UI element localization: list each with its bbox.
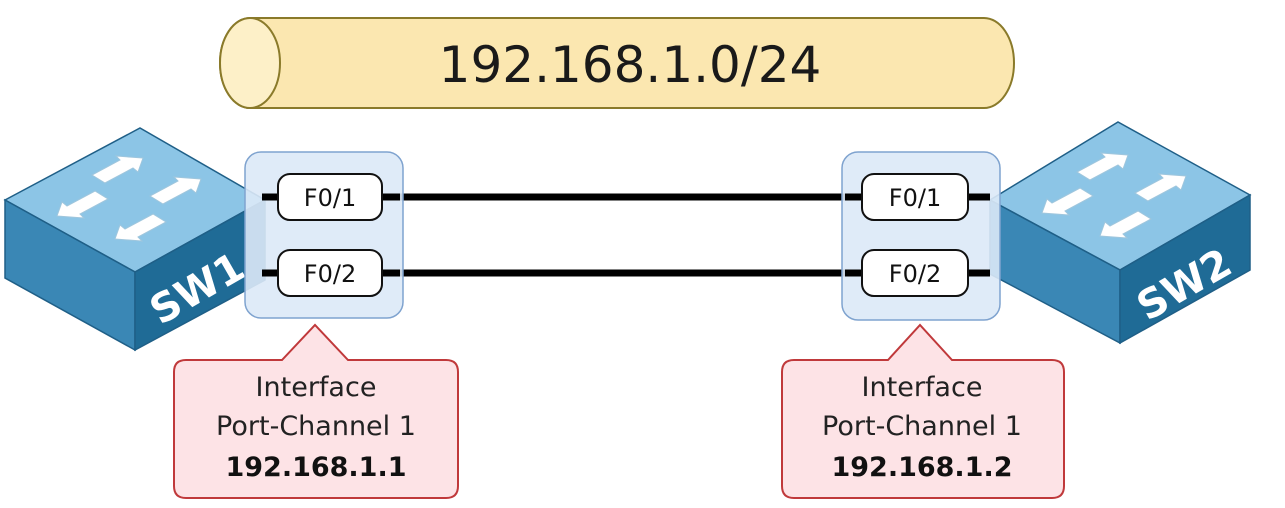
sw2-port-f0-1[interactable] [861, 173, 969, 221]
sw2-port-bundle: F0/1 F0/2 [841, 151, 1001, 321]
sw1-port-f0-1-label: F0/1 [304, 184, 356, 212]
sw1-port-f0-1[interactable] [277, 173, 383, 221]
sw2-callout-line1: Interface [862, 372, 983, 403]
switch-sw2[interactable]: SW2 [988, 121, 1252, 345]
sw2-right-face [1119, 193, 1251, 345]
sw2-arrows-icon [1041, 152, 1187, 239]
sw2-callout: Interface Port-Channel 1 192.168.1.2 [781, 323, 1065, 499]
sw2-callout-ip: 192.168.1.2 [831, 452, 1012, 483]
sw1-port-bundle: F0/1 F0/2 [244, 151, 404, 319]
sw1-callout-ip: 192.168.1.1 [225, 452, 406, 483]
sw1-callout: Interface Port-Channel 1 192.168.1.1 [173, 323, 459, 499]
switch-sw1[interactable]: SW1 [3, 127, 267, 352]
sw1-arrows-icon [56, 155, 202, 242]
sw1-callout-line1: Interface [256, 372, 377, 403]
sw1-port-f0-2-label: F0/2 [304, 260, 356, 288]
sw1-callout-line2: Port-Channel 1 [216, 411, 416, 442]
sw1-callout-bubble [173, 323, 459, 499]
sw2-port-f0-2[interactable] [861, 249, 969, 297]
sw2-callout-line2: Port-Channel 1 [822, 411, 1022, 442]
subnet-label: 192.168.1.0/24 [439, 36, 822, 94]
subnet-cylinder: 192.168.1.0/24 [219, 17, 1015, 109]
sw2-callout-bubble [781, 323, 1065, 499]
sw2-port-f0-1-label: F0/1 [889, 184, 941, 212]
subnet-cylinder-cap [219, 17, 281, 109]
sw1-port-f0-2[interactable] [277, 249, 383, 297]
sw2-port-f0-2-label: F0/2 [889, 260, 941, 288]
